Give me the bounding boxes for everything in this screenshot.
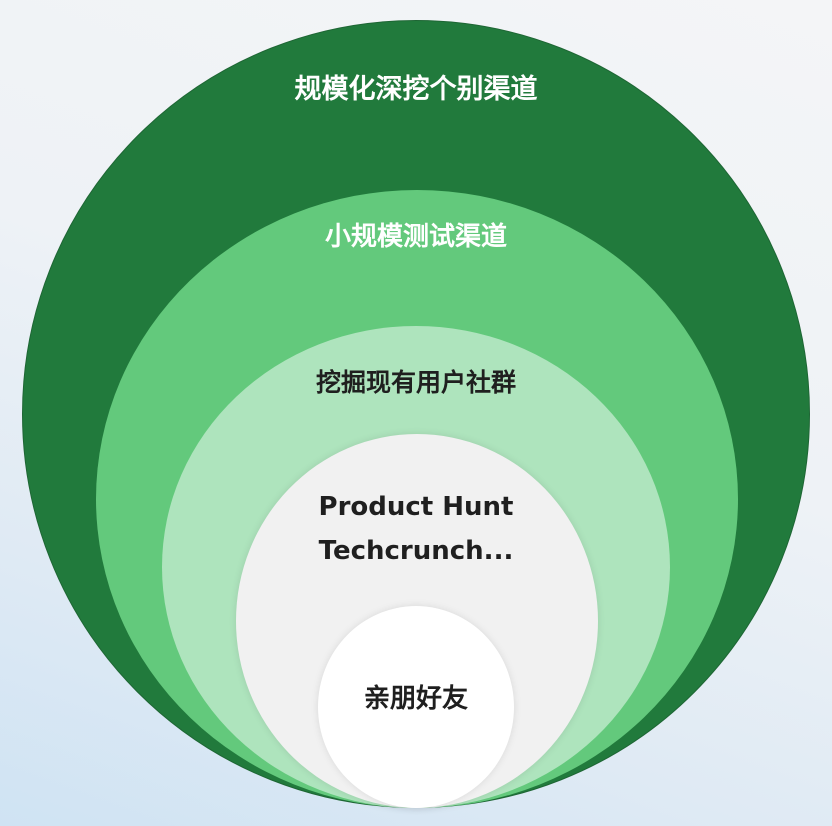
third-ring-label: 挖掘现有用户社群	[315, 368, 516, 397]
fourth-ring-label-line-2: Techcrunch...	[318, 536, 514, 566]
second-ring-label: 小规模测试渠道	[324, 222, 507, 252]
outer-ring-label: 规模化深挖个别渠道	[294, 74, 538, 105]
inner-circle	[318, 606, 514, 808]
inner-circle-label: 亲朋好友	[363, 684, 468, 714]
fourth-ring-label-line-1: Product Hunt	[318, 492, 514, 522]
